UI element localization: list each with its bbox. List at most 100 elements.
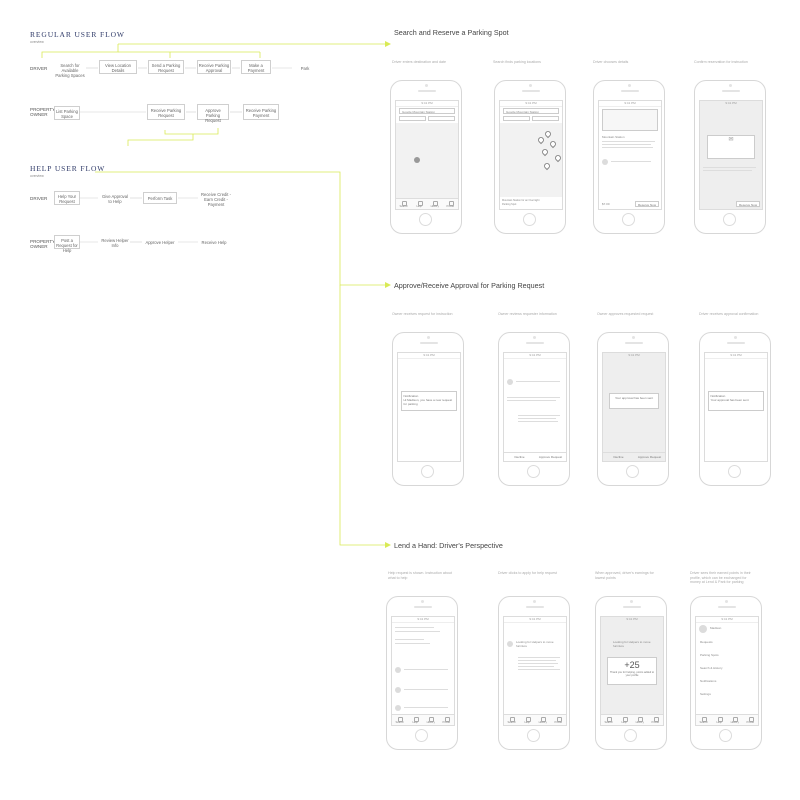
map-view[interactable] — [500, 123, 562, 197]
text-line — [602, 147, 653, 148]
menu-item-search-history[interactable]: Search & History — [700, 666, 723, 670]
phone-speaker — [718, 606, 736, 608]
tab-bar: Search Help History Profile — [601, 714, 663, 725]
tab-help[interactable]: Help — [617, 715, 633, 725]
avatar — [395, 667, 401, 673]
help-step-help-request: Help Your Request — [54, 191, 80, 205]
parking-pin-icon[interactable] — [536, 135, 546, 145]
text-line — [507, 397, 560, 398]
decline-button[interactable]: Decline — [514, 455, 525, 459]
caption-s1-2: Search finds parking locations — [493, 60, 541, 64]
decline-button[interactable]: Decline — [613, 455, 624, 459]
phone-camera — [729, 84, 732, 87]
avatar — [602, 159, 608, 165]
tab-profile[interactable]: Profile — [648, 715, 664, 725]
end-date-field[interactable] — [532, 116, 559, 121]
tab-search[interactable]: Search — [504, 715, 520, 725]
phone-camera — [632, 336, 635, 339]
parking-pin-icon[interactable] — [548, 139, 558, 149]
start-date-field[interactable] — [399, 116, 426, 121]
search-input[interactable]: Google Mountain Station — [399, 108, 455, 114]
notification-card[interactable]: Notification Your approval has been sent — [708, 391, 764, 411]
status-bar: 9:41 PM — [601, 617, 663, 623]
tab-history[interactable]: History — [727, 715, 743, 725]
parking-pin-icon[interactable] — [542, 161, 552, 171]
parking-pin-icon[interactable] — [540, 147, 550, 157]
notification-text: Your approval has been sent — [710, 397, 749, 402]
avatar — [507, 641, 513, 647]
phone-screen: 9:41 PM Google Mountain Station Mountain… — [499, 100, 563, 210]
text-line — [518, 421, 558, 422]
text-line — [518, 666, 554, 667]
regular-flow-title: REGULAR USER FLOW — [30, 30, 125, 39]
tab-help[interactable]: Help — [712, 715, 728, 725]
phone-screen: 9:41 PM Looking for Helpers to move furn… — [503, 616, 567, 726]
map-view[interactable] — [396, 123, 458, 199]
caption-s3-2: Driver clicks to apply for help request — [498, 571, 557, 575]
start-date-field[interactable] — [503, 116, 530, 121]
tab-help[interactable]: Help — [520, 715, 536, 725]
caption-s2-4: Driver receives approval confirmation — [699, 312, 759, 316]
tab-search[interactable]: Search — [601, 715, 617, 725]
parking-pin-icon[interactable] — [543, 129, 553, 139]
end-date-field[interactable] — [428, 116, 455, 121]
tab-profile[interactable]: Profile — [443, 199, 459, 209]
tab-profile[interactable]: Profile — [551, 715, 567, 725]
home-button — [624, 729, 637, 742]
help-driver-label: DRIVER — [30, 196, 48, 201]
avatar — [395, 687, 401, 693]
menu-item-parking-spots[interactable]: Parking Spots — [700, 653, 719, 657]
status-bar: 9:41 PM — [398, 353, 460, 359]
menu-item-requests[interactable]: Requests — [700, 640, 713, 644]
text-line — [703, 170, 752, 171]
flow-step-park: Park — [300, 66, 310, 71]
parking-pin-icon[interactable] — [553, 153, 562, 163]
text-line — [518, 415, 560, 416]
reserve-button[interactable]: Reserve Now — [736, 201, 760, 207]
text-line — [518, 663, 558, 664]
phone-screen: 9:41 PM Google Mountain Station Search H… — [395, 100, 459, 210]
menu-item-notifications[interactable]: Notifications — [700, 679, 717, 683]
text-line — [518, 660, 556, 661]
phone-screen: 9:41 PM ✉ Reserve Now — [699, 100, 763, 210]
notification-card[interactable]: Notification Hi Madison, you have a new … — [401, 391, 457, 411]
map-footer-text: Mountain Station for an Overnight Parkin… — [502, 199, 540, 206]
status-bar: 9:41 PM — [603, 353, 665, 359]
text-line — [518, 669, 560, 670]
price-label: $7.00 — [602, 202, 610, 206]
caption-s3-1: Help request is shown. Instruction about… — [388, 571, 452, 580]
help-flow-subtitle: overview — [30, 174, 44, 178]
tab-history[interactable]: History — [423, 715, 439, 725]
text-line — [395, 639, 424, 640]
tab-history[interactable]: History — [632, 715, 648, 725]
text-line — [518, 418, 556, 419]
status-bar: 9:41 PM — [396, 101, 458, 107]
help-step-perform-task: Perform Task — [143, 192, 177, 204]
tab-search[interactable]: Search — [392, 715, 408, 725]
approve-button[interactable]: Approve Request — [538, 455, 563, 459]
action-bar: Decline Approve Request — [504, 452, 566, 461]
tab-help[interactable]: Help — [408, 715, 424, 725]
phone-camera — [425, 84, 428, 87]
tab-history[interactable]: History — [427, 199, 443, 209]
tab-search[interactable]: Search — [396, 199, 412, 209]
tab-history[interactable]: History — [535, 715, 551, 725]
avatar — [699, 625, 707, 633]
phone-help-request: 9:41 PM Search Help History Profile — [386, 596, 458, 750]
search-input[interactable]: Google Mountain Station — [503, 108, 559, 114]
notification-title: Notification — [403, 393, 419, 398]
tab-profile[interactable]: Profile — [743, 715, 759, 725]
phone-speaker — [623, 606, 641, 608]
home-button — [523, 213, 536, 226]
action-bar: Decline Approve Request — [603, 452, 665, 461]
tab-help[interactable]: Help — [412, 199, 428, 209]
text-line — [395, 643, 430, 644]
approve-button[interactable]: Approve Request — [637, 455, 662, 459]
reserve-button[interactable]: Reserve Now — [635, 201, 659, 207]
tab-profile[interactable]: Profile — [439, 715, 455, 725]
text-line — [518, 657, 560, 658]
menu-item-settings[interactable]: Settings — [700, 692, 711, 696]
tab-search[interactable]: Search — [696, 715, 712, 725]
home-button — [419, 213, 432, 226]
